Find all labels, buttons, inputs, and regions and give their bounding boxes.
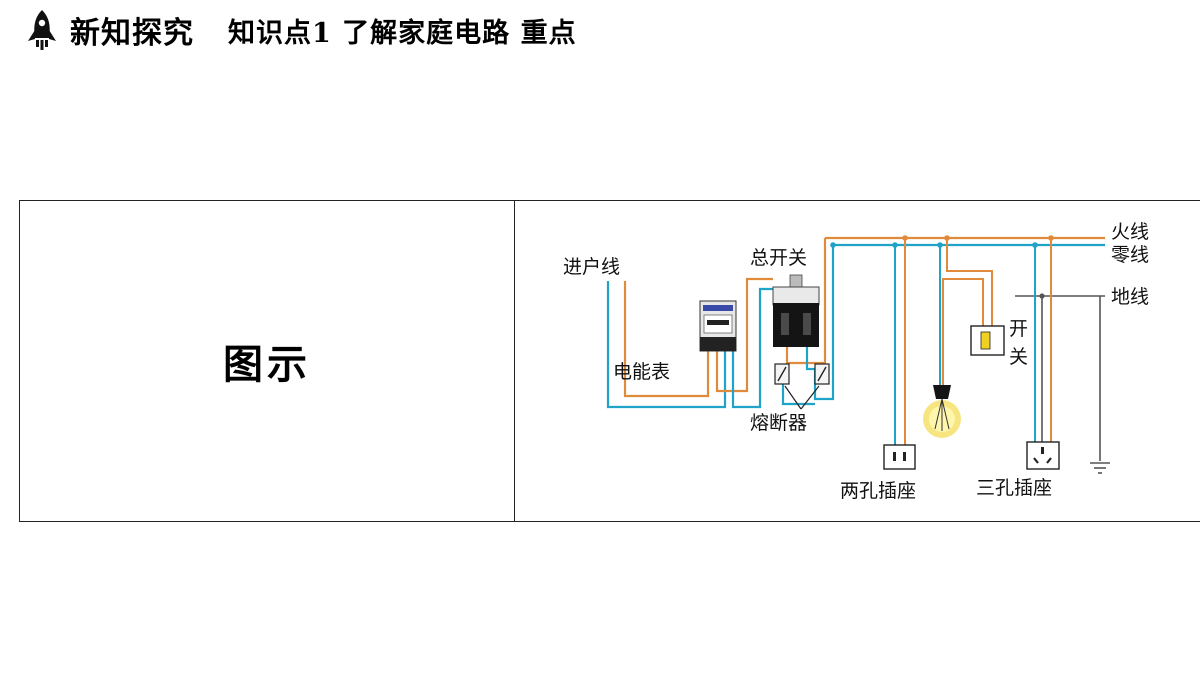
two-hole-socket [883,444,916,470]
switch-label-bottom: 关 [1009,346,1028,368]
topic-title: 知识点1 了解家庭电路 重点 [228,17,577,49]
switch-label-top: 开 [1009,318,1028,340]
three-hole-socket-label: 三孔插座 [976,477,1052,499]
switch-to-lamp-live [942,278,984,386]
content-table: 图示 [19,200,1200,522]
illustration-label: 图示 [223,341,311,388]
household-circuit-diagram: 进户线 总开关 火线 零线 地线 电能表 熔断器 开 关 两孔插座 三孔插座 [563,221,1149,502]
neutral-wire-label: 零线 [1111,244,1149,266]
switch-live-feed [946,238,993,327]
meter-to-switch-neutral [731,287,773,409]
main-switch-device [772,274,820,347]
incoming-neutral-wire [606,281,727,409]
incoming-live-wire [623,281,710,398]
fuse-label: 熔断器 [750,412,807,434]
ground-wire-label: 地线 [1111,286,1149,308]
page-header: 新知探究 知识点1 了解家庭电路 重点 [22,8,577,52]
electric-meter [699,300,737,352]
fuse-right [814,363,830,385]
wall-switch [970,325,1005,356]
rocket-icon [28,10,56,50]
fuse-left [774,363,790,385]
section-title: 新知探究 [70,16,194,51]
three-hole-socket [1026,441,1060,470]
label-cell: 图示 [20,201,515,521]
live-wire-label: 火线 [1111,221,1149,243]
junction-dots [830,235,1054,299]
incoming-line-label: 进户线 [563,256,620,278]
two-hole-socket-label: 两孔插座 [840,480,916,502]
main-switch-label: 总开关 [750,247,807,269]
ground-symbol [1090,462,1110,474]
meter-to-switch-live [715,277,773,393]
meter-label: 电能表 [613,361,670,383]
fuse-pointer-right [800,385,820,410]
light-bulb [923,385,961,438]
fuse-pointer-left [784,385,802,410]
